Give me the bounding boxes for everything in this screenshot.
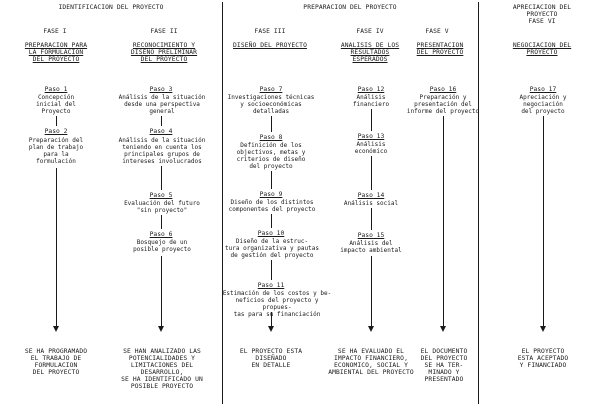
step-label-6: Paso 6 (149, 231, 173, 238)
arrow-head-4 (368, 326, 374, 332)
step-text-6: Bosquejo de un posible proyecto (133, 239, 191, 253)
header-preparation: PREPARACION DEL PROYECTO (303, 4, 397, 11)
outcome-3: EL PROYECTO ESTA DISEÑADO EN DETALLE (239, 348, 303, 369)
connector-9-10 (271, 214, 272, 228)
arrow-line-1 (56, 168, 57, 326)
step-label-1: Paso 1 (44, 86, 68, 93)
arrow-head-2 (158, 326, 164, 332)
step-text-16: Preparación y presentación del informe d… (406, 94, 480, 115)
step-text-2: Preparación del plan de trabajo para la … (28, 137, 84, 165)
separator-identification-preparation (222, 2, 223, 404)
outcome-6: EL PROYECTO ESTA ACEPTADO Y FINANCIADO (517, 348, 569, 369)
step-text-13: Análisis económico (354, 141, 388, 155)
connector-10-11 (271, 260, 272, 280)
arrow-line-2 (161, 256, 162, 326)
step-text-1: Concepción inicial del Proyecto (36, 94, 76, 115)
step-text-9: Diseño de los distintos componentes del … (228, 199, 316, 213)
arrow-line-4 (371, 256, 372, 326)
connector-8-9 (271, 171, 272, 189)
arrow-head-5 (440, 326, 446, 332)
step-label-12: Paso 12 (357, 86, 385, 93)
step-text-12: Análisis financiero (352, 94, 390, 108)
arrow-line-6 (543, 116, 544, 326)
arrow-line-5 (443, 116, 444, 326)
outcome-2: SE HAN ANALIZADO LAS POTENCIALIDADES Y L… (121, 348, 203, 390)
step-text-15: Análisis del impacto ambiental (340, 240, 402, 254)
step-label-9: Paso 9 (259, 191, 283, 198)
step-label-15: Paso 15 (357, 232, 385, 239)
arrow-head-6 (540, 326, 546, 332)
step-label-10: Paso 10 (257, 230, 285, 237)
step-text-3: Análisis de la situación desde una persp… (118, 94, 206, 115)
phase-title-5: PRESENTACION DEL PROYECTO (416, 42, 464, 56)
step-label-14: Paso 14 (357, 192, 385, 199)
outcome-4: SE HA EVALUADO EL IMPACTO FINANCIERO, EC… (328, 348, 414, 376)
connector-7-8 (271, 116, 272, 132)
step-label-11: Paso 11 (257, 282, 285, 289)
arrow-head-3 (268, 326, 274, 332)
step-label-3: Paso 3 (149, 86, 173, 93)
connector-3-4 (161, 116, 162, 126)
connector-14-15 (371, 208, 372, 230)
step-text-10: Diseño de la estruc- tura organizativa y… (225, 238, 319, 259)
connector-5-6 (161, 215, 162, 229)
phase-title-2: RECONOCIMIENTO Y DISEÑO PRELIMINAR DEL P… (130, 42, 198, 63)
outcome-5: EL DOCUMENTO DEL PROYECTO SE HA TER- MIN… (420, 348, 468, 383)
step-text-4: Análisis de la situación teniendo en cue… (118, 137, 206, 165)
phase-title-4: ANALISIS DE LOS RESULTADOS ESPERADOS (340, 42, 400, 63)
arrow-line-3 (271, 312, 272, 326)
phase-label-4: FASE IV (356, 28, 384, 35)
step-label-5: Paso 5 (149, 192, 173, 199)
phase-label-5: FASE V (425, 28, 449, 35)
header-appreciation: APRECIACION DEL PROYECTO FASE VI (512, 4, 572, 25)
connector-13-14 (371, 156, 372, 190)
step-text-5: Evaluación del futuro "sin proyecto" (124, 200, 200, 214)
phase-title-6: NEGOCIACION DEL PROYECTO (512, 42, 572, 56)
phase-label-3: FASE III (254, 28, 286, 35)
separator-preparation-appreciation (478, 2, 479, 404)
connector-1-2 (56, 116, 57, 126)
step-label-13: Paso 13 (357, 133, 385, 140)
connector-4-5 (161, 166, 162, 190)
step-text-14: Análisis social (343, 200, 399, 207)
step-label-2: Paso 2 (44, 128, 68, 135)
step-label-4: Paso 4 (149, 128, 173, 135)
step-text-7: Investigaciones técnicas y socioeconómic… (227, 94, 315, 115)
phase-title-1: PREPARACION PARA LA FORMULACION DEL PROY… (24, 42, 88, 63)
step-text-11: Estimación de los costos y be- neficios … (222, 290, 332, 318)
phase-title-3: DISEÑO DEL PROYECTO (233, 42, 307, 49)
step-text-17: Apreciación y negociación del proyecto (519, 94, 567, 115)
step-text-8: Definición de los objectivos, metas y cr… (236, 142, 306, 170)
step-label-8: Paso 8 (259, 134, 283, 141)
phase-label-1: FASE I (43, 28, 67, 35)
arrow-head-1 (53, 326, 59, 332)
connector-12-13 (371, 109, 372, 131)
outcome-1: SE HA PROGRAMADO EL TRABAJO DE FORMULACI… (24, 348, 88, 376)
step-label-16: Paso 16 (429, 86, 457, 93)
header-identification: IDENTIFICACION DEL PROYECTO (58, 4, 164, 11)
phase-label-2: FASE II (150, 28, 178, 35)
step-label-7: Paso 7 (259, 86, 283, 93)
step-label-17: Paso 17 (529, 86, 557, 93)
